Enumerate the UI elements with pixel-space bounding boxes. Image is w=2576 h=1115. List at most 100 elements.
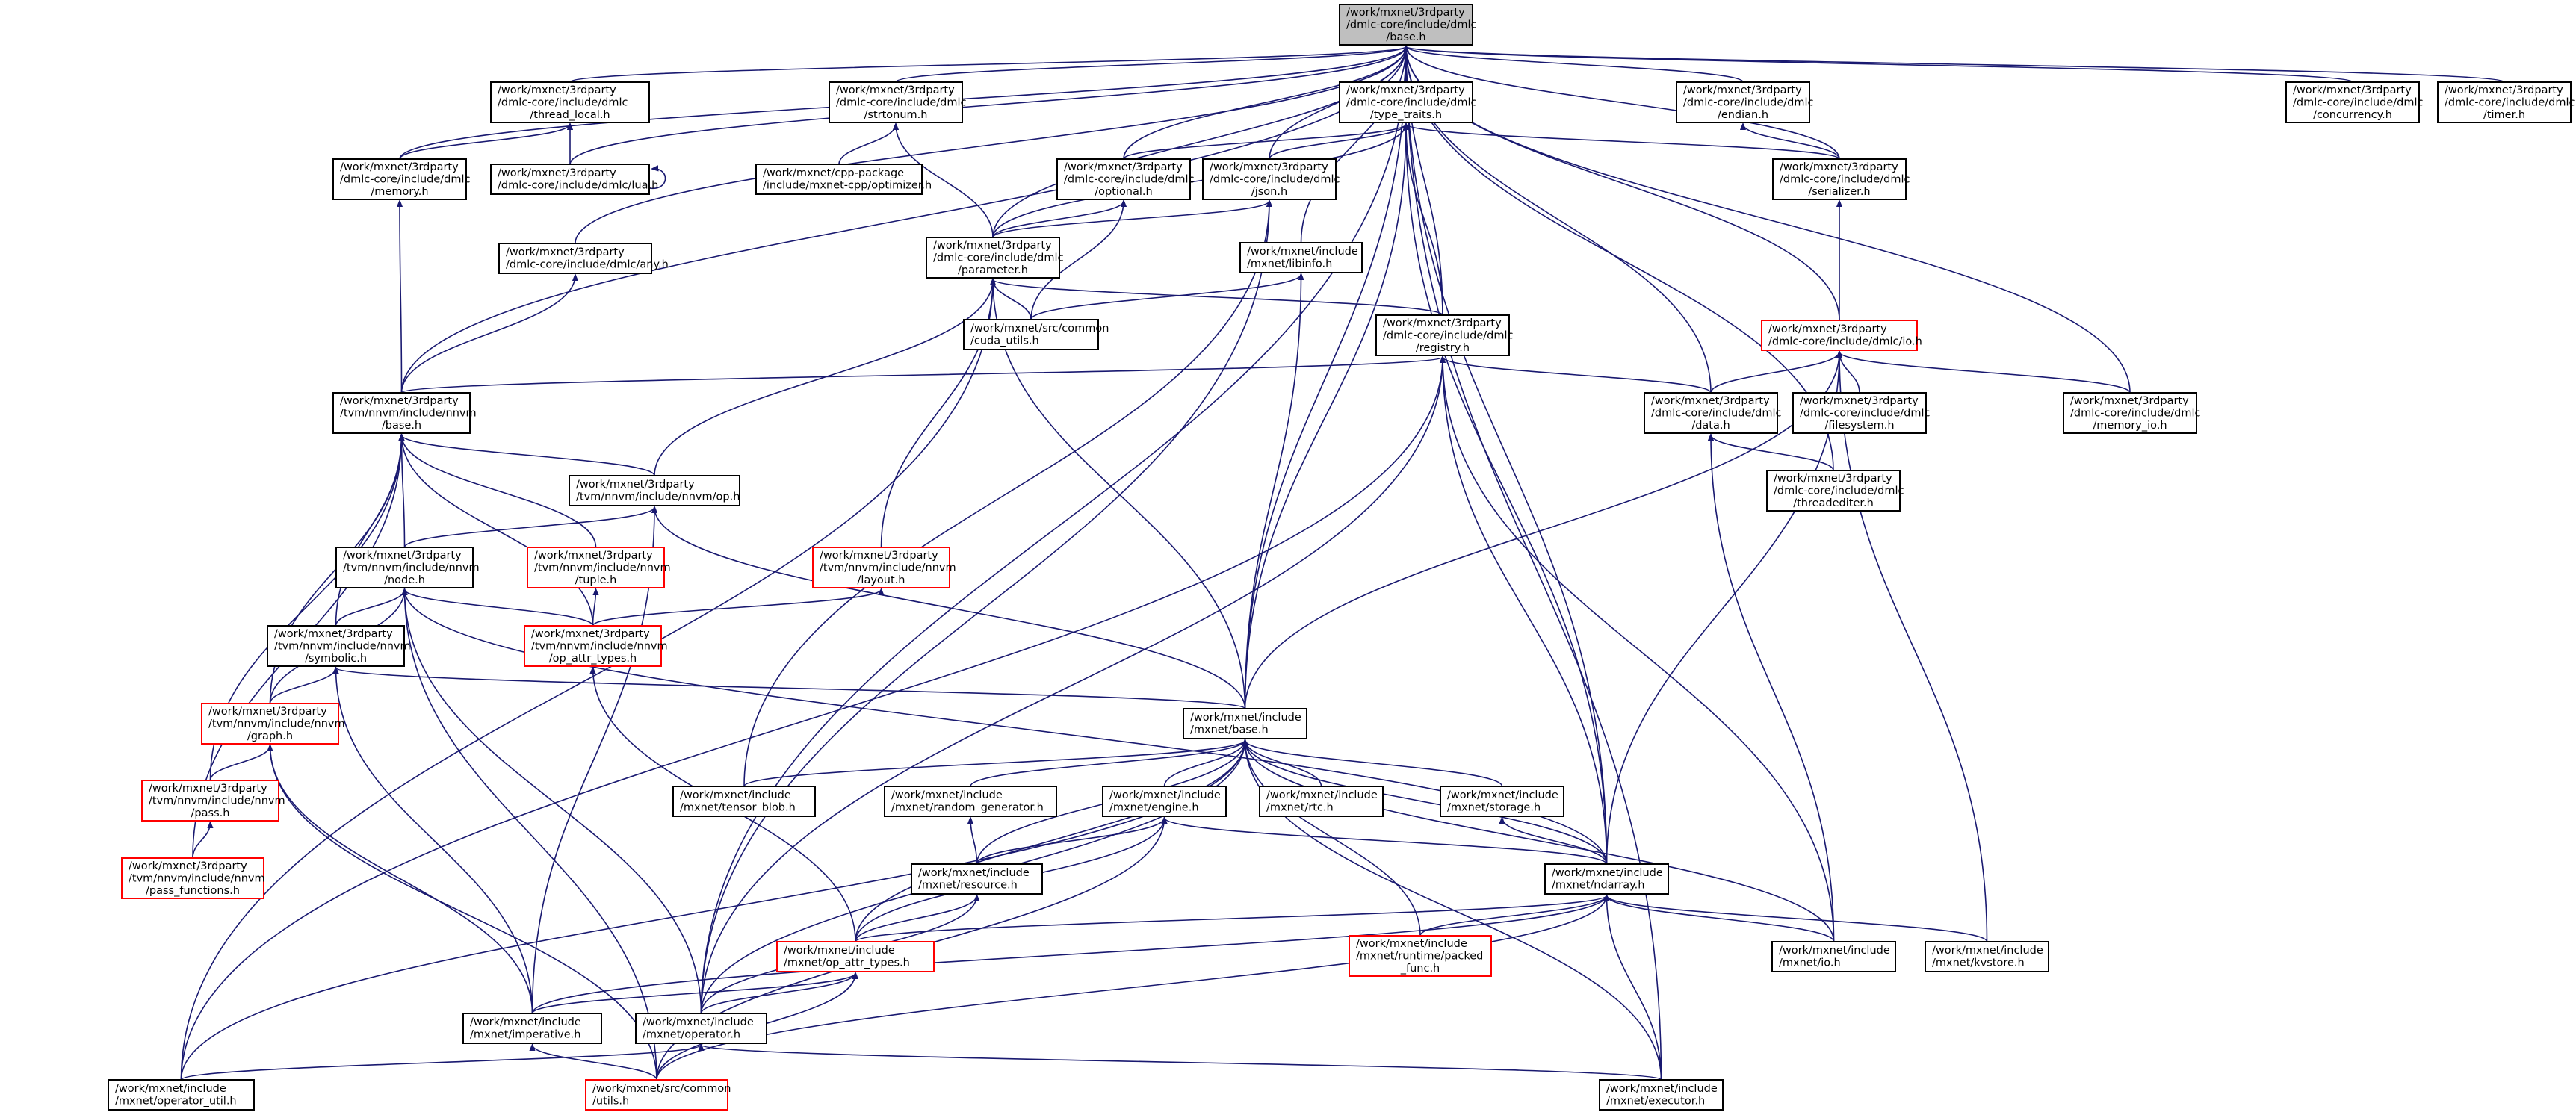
node-box[interactable]: [335, 547, 474, 588]
node-box[interactable]: [1056, 158, 1191, 200]
node-box[interactable]: [1761, 320, 1918, 351]
node-optimizer[interactable]: /work/mxnet/cpp-package/include/mxnet-cp…: [755, 164, 932, 195]
node-box[interactable]: [1766, 470, 1901, 512]
node-kvstore[interactable]: /work/mxnet/include/mxnet/kvstore.h: [1925, 941, 2049, 972]
node-box[interactable]: [1599, 1079, 1724, 1111]
node-box[interactable]: [490, 164, 650, 195]
node-memory-io[interactable]: /work/mxnet/3rdparty/dmlc-core/include/d…: [2063, 392, 2201, 434]
node-box[interactable]: [332, 158, 467, 200]
node-random-generator[interactable]: /work/mxnet/include/mxnet/random_generat…: [884, 786, 1057, 817]
node-box[interactable]: [2285, 81, 2420, 123]
node-box[interactable]: [141, 780, 279, 822]
node-mx-io[interactable]: /work/mxnet/include/mxnet/io.h: [1771, 941, 1896, 972]
node-strtonum[interactable]: /work/mxnet/3rdparty/dmlc-core/include/d…: [829, 81, 967, 123]
node-box[interactable]: [332, 392, 471, 434]
node-box[interactable]: [201, 703, 339, 745]
node-box[interactable]: [1771, 941, 1896, 972]
node-mx-op-attr-types[interactable]: /work/mxnet/include/mxnet/op_attr_types.…: [776, 941, 935, 972]
node-box[interactable]: [569, 475, 740, 506]
node-box[interactable]: [121, 857, 264, 899]
node-data[interactable]: /work/mxnet/3rdparty/dmlc-core/include/d…: [1644, 392, 1782, 434]
node-box[interactable]: [1239, 242, 1363, 273]
node-box[interactable]: [672, 786, 816, 817]
node-box[interactable]: [1375, 314, 1510, 356]
node-box[interactable]: [1349, 935, 1492, 977]
node-box[interactable]: [884, 786, 1057, 817]
node-filesystem[interactable]: /work/mxnet/3rdparty/dmlc-core/include/d…: [1792, 392, 1931, 434]
node-box[interactable]: [776, 941, 935, 972]
node-box[interactable]: [1339, 81, 1473, 123]
node-box[interactable]: [490, 81, 650, 123]
node-nnvm-pass-functions[interactable]: /work/mxnet/3rdparty/tvm/nnvm/include/nn…: [121, 857, 265, 899]
node-box[interactable]: [462, 1013, 602, 1044]
node-box[interactable]: [1202, 158, 1337, 200]
node-box[interactable]: [267, 625, 405, 667]
node-lua[interactable]: /work/mxnet/3rdparty/dmlc-core/include/d…: [490, 164, 658, 195]
node-box[interactable]: [1259, 786, 1384, 817]
node-box[interactable]: [585, 1079, 728, 1111]
node-box[interactable]: [911, 863, 1043, 895]
node-box[interactable]: [1440, 786, 1564, 817]
node-storage[interactable]: /work/mxnet/include/mxnet/storage.h: [1440, 786, 1564, 817]
node-utils[interactable]: /work/mxnet/src/common/utils.h: [585, 1079, 731, 1111]
node-nnvm-graph[interactable]: /work/mxnet/3rdparty/tvm/nnvm/include/nn…: [201, 703, 345, 745]
node-ndarray[interactable]: /work/mxnet/include/mxnet/ndarray.h: [1544, 863, 1669, 895]
node-tensor-blob[interactable]: /work/mxnet/include/mxnet/tensor_blob.h: [672, 786, 816, 817]
node-box[interactable]: [108, 1079, 255, 1111]
node-optional[interactable]: /work/mxnet/3rdparty/dmlc-core/include/d…: [1056, 158, 1195, 200]
node-nnvm-op[interactable]: /work/mxnet/3rdparty/tvm/nnvm/include/nn…: [569, 475, 740, 506]
node-executor[interactable]: /work/mxnet/include/mxnet/executor.h: [1599, 1079, 1724, 1111]
node-nnvm-tuple[interactable]: /work/mxnet/3rdparty/tvm/nnvm/include/nn…: [527, 547, 671, 588]
node-box[interactable]: [926, 237, 1060, 279]
node-threadediter[interactable]: /work/mxnet/3rdparty/dmlc-core/include/d…: [1766, 470, 1904, 512]
node-box[interactable]: [1772, 158, 1907, 200]
node-nnvm-op-attr-types[interactable]: /work/mxnet/3rdparty/tvm/nnvm/include/nn…: [524, 625, 668, 667]
node-endian[interactable]: /work/mxnet/3rdparty/dmlc-core/include/d…: [1676, 81, 1814, 123]
node-box[interactable]: [1676, 81, 1810, 123]
node-imperative[interactable]: /work/mxnet/include/mxnet/imperative.h: [462, 1013, 602, 1044]
node-concurrency[interactable]: /work/mxnet/3rdparty/dmlc-core/include/d…: [2285, 81, 2424, 123]
node-memory[interactable]: /work/mxnet/3rdparty/dmlc-core/include/d…: [332, 158, 471, 200]
node-box[interactable]: [812, 547, 950, 588]
node-json[interactable]: /work/mxnet/3rdparty/dmlc-core/include/d…: [1202, 158, 1340, 200]
node-engine[interactable]: /work/mxnet/include/mxnet/engine.h: [1102, 786, 1227, 817]
node-type-traits[interactable]: /work/mxnet/3rdparty/dmlc-core/include/d…: [1339, 81, 1477, 123]
node-box[interactable]: [1183, 708, 1307, 739]
node-cuda-utils[interactable]: /work/mxnet/src/common/cuda_utils.h: [963, 319, 1109, 350]
node-registry[interactable]: /work/mxnet/3rdparty/dmlc-core/include/d…: [1375, 314, 1514, 356]
node-libinfo[interactable]: /work/mxnet/include/mxnet/libinfo.h: [1239, 242, 1363, 273]
node-nnvm-pass[interactable]: /work/mxnet/3rdparty/tvm/nnvm/include/nn…: [141, 780, 285, 822]
node-box[interactable]: [524, 625, 662, 667]
node-box[interactable]: [2437, 81, 2572, 123]
node-operator[interactable]: /work/mxnet/include/mxnet/operator.h: [635, 1013, 767, 1044]
node-box[interactable]: [498, 243, 652, 274]
node-nnvm-layout[interactable]: /work/mxnet/3rdparty/tvm/nnvm/include/nn…: [812, 547, 956, 588]
node-box[interactable]: [1644, 392, 1778, 434]
node-box[interactable]: [829, 81, 963, 123]
node-rtc[interactable]: /work/mxnet/include/mxnet/rtc.h: [1259, 786, 1384, 817]
node-box[interactable]: [1792, 392, 1927, 434]
node-box[interactable]: [2063, 392, 2197, 434]
node-box[interactable]: [1925, 941, 2049, 972]
node-nnvm-base[interactable]: /work/mxnet/3rdparty/tvm/nnvm/include/nn…: [332, 392, 477, 434]
node-box[interactable]: [963, 319, 1099, 350]
node-thread-local[interactable]: /work/mxnet/3rdparty/dmlc-core/include/d…: [490, 81, 650, 123]
node-timer[interactable]: /work/mxnet/3rdparty/dmlc-core/include/d…: [2437, 81, 2575, 123]
node-box[interactable]: [635, 1013, 767, 1044]
node-any[interactable]: /work/mxnet/3rdparty/dmlc-core/include/d…: [498, 243, 669, 274]
node-dmlc-base[interactable]: /work/mxnet/3rdparty/dmlc-core/include/d…: [1339, 4, 1477, 46]
node-mx-base[interactable]: /work/mxnet/include/mxnet/base.h: [1183, 708, 1307, 739]
node-box[interactable]: [527, 547, 665, 588]
node-packed-func[interactable]: /work/mxnet/include/mxnet/runtime/packed…: [1349, 935, 1492, 977]
node-nnvm-symbolic[interactable]: /work/mxnet/3rdparty/tvm/nnvm/include/nn…: [267, 625, 411, 667]
node-box[interactable]: [1544, 863, 1669, 895]
node-operator-util[interactable]: /work/mxnet/include/mxnet/operator_util.…: [108, 1079, 255, 1111]
node-box[interactable]: [755, 164, 923, 195]
node-box[interactable]: [1102, 786, 1227, 817]
node-parameter[interactable]: /work/mxnet/3rdparty/dmlc-core/include/d…: [926, 237, 1064, 279]
node-box[interactable]: [1339, 4, 1473, 46]
node-nnvm-node[interactable]: /work/mxnet/3rdparty/tvm/nnvm/include/nn…: [335, 547, 480, 588]
node-dmlc-io[interactable]: /work/mxnet/3rdparty/dmlc-core/include/d…: [1761, 320, 1922, 351]
node-serializer[interactable]: /work/mxnet/3rdparty/dmlc-core/include/d…: [1772, 158, 1910, 200]
node-resource[interactable]: /work/mxnet/include/mxnet/resource.h: [911, 863, 1043, 895]
